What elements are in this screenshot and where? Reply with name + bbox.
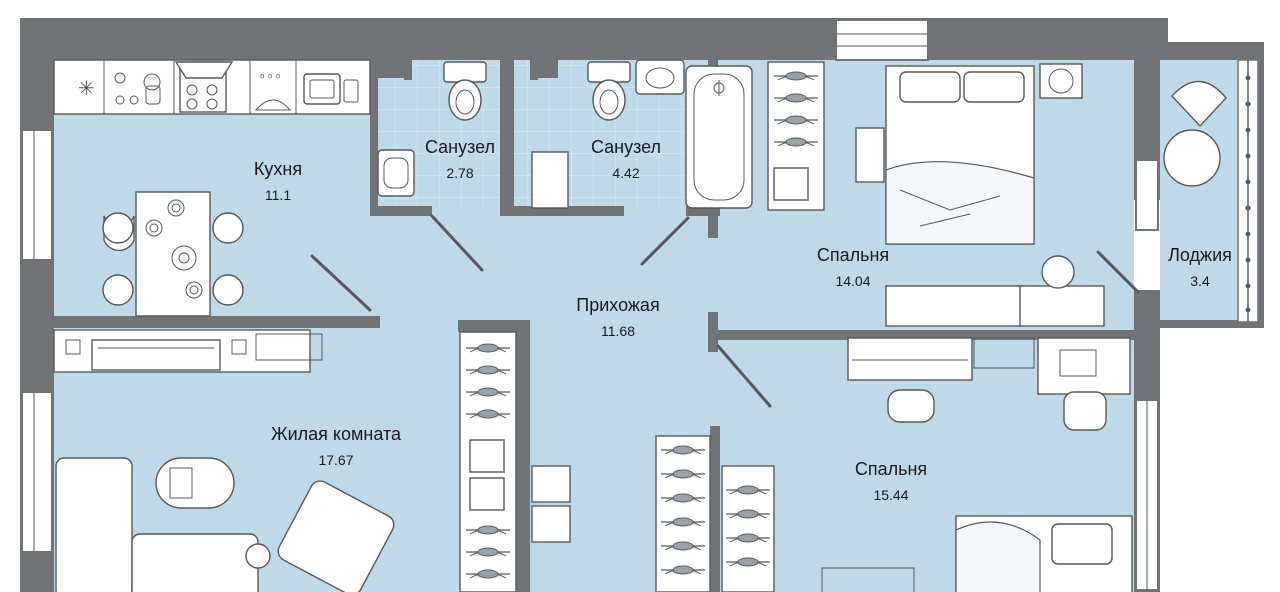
- svg-text:⁰ ⁰ ⁰: ⁰ ⁰ ⁰: [260, 72, 281, 85]
- room-area: 15.44: [873, 487, 909, 503]
- windows: [21, 19, 1259, 591]
- room-name: Санузел: [590, 137, 662, 157]
- room-label-bath2: Санузел 4.42: [578, 136, 674, 182]
- room-name: Кухня: [253, 159, 303, 179]
- kitchen-sink: [303, 73, 341, 105]
- bathtub: [685, 65, 753, 209]
- room-name: Санузел: [424, 137, 496, 157]
- living-furniture: [53, 329, 395, 592]
- room-area: 11.68: [601, 323, 635, 339]
- svg-text:✳: ✳: [78, 76, 95, 100]
- room-area: 14.04: [835, 273, 871, 289]
- room-name: Спальня: [854, 459, 928, 479]
- room-label-loggia: Лоджия 3.4: [1152, 244, 1248, 290]
- room-area: 4.42: [612, 165, 640, 181]
- wardrobe-bedroom1: [767, 61, 825, 211]
- room-area: 2.78: [446, 165, 474, 181]
- kitchen-furniture: ✳ ⁰ ⁰ ⁰: [53, 59, 371, 317]
- desk-2: [847, 337, 973, 381]
- bath2-fixtures: [531, 59, 753, 209]
- bath1-fixtures: [377, 61, 487, 197]
- room-area: 17.67: [318, 452, 354, 468]
- room-name: Жилая комната: [270, 424, 401, 444]
- room-label-bath1: Санузел 2.78: [412, 136, 508, 182]
- room-name: Спальня: [816, 245, 890, 265]
- room-name: Лоджия: [1168, 245, 1232, 265]
- loggia-furniture: [1163, 80, 1227, 187]
- hall-wardrobes: [459, 331, 775, 592]
- room-label-bedroom2: Спальня 15.44: [838, 458, 944, 504]
- room-label-living: Жилая комната 17.67: [248, 423, 424, 469]
- bedroom1-furniture: [855, 63, 1105, 327]
- room-name: Прихожая: [576, 295, 660, 315]
- room-label-kitchen: Кухня 11.1: [238, 158, 318, 204]
- room-label-bedroom1: Спальня 14.04: [800, 244, 906, 290]
- room-area: 3.4: [1190, 273, 1210, 289]
- doors: [310, 214, 1140, 408]
- armchair: [277, 480, 395, 592]
- sofa: [55, 457, 133, 592]
- coffee-table: [155, 457, 235, 509]
- bedroom2-furniture: [821, 337, 1133, 592]
- room-label-hall: Прихожая 11.68: [558, 294, 678, 340]
- desk-1: [885, 285, 1023, 327]
- room-area: 11.1: [264, 187, 292, 203]
